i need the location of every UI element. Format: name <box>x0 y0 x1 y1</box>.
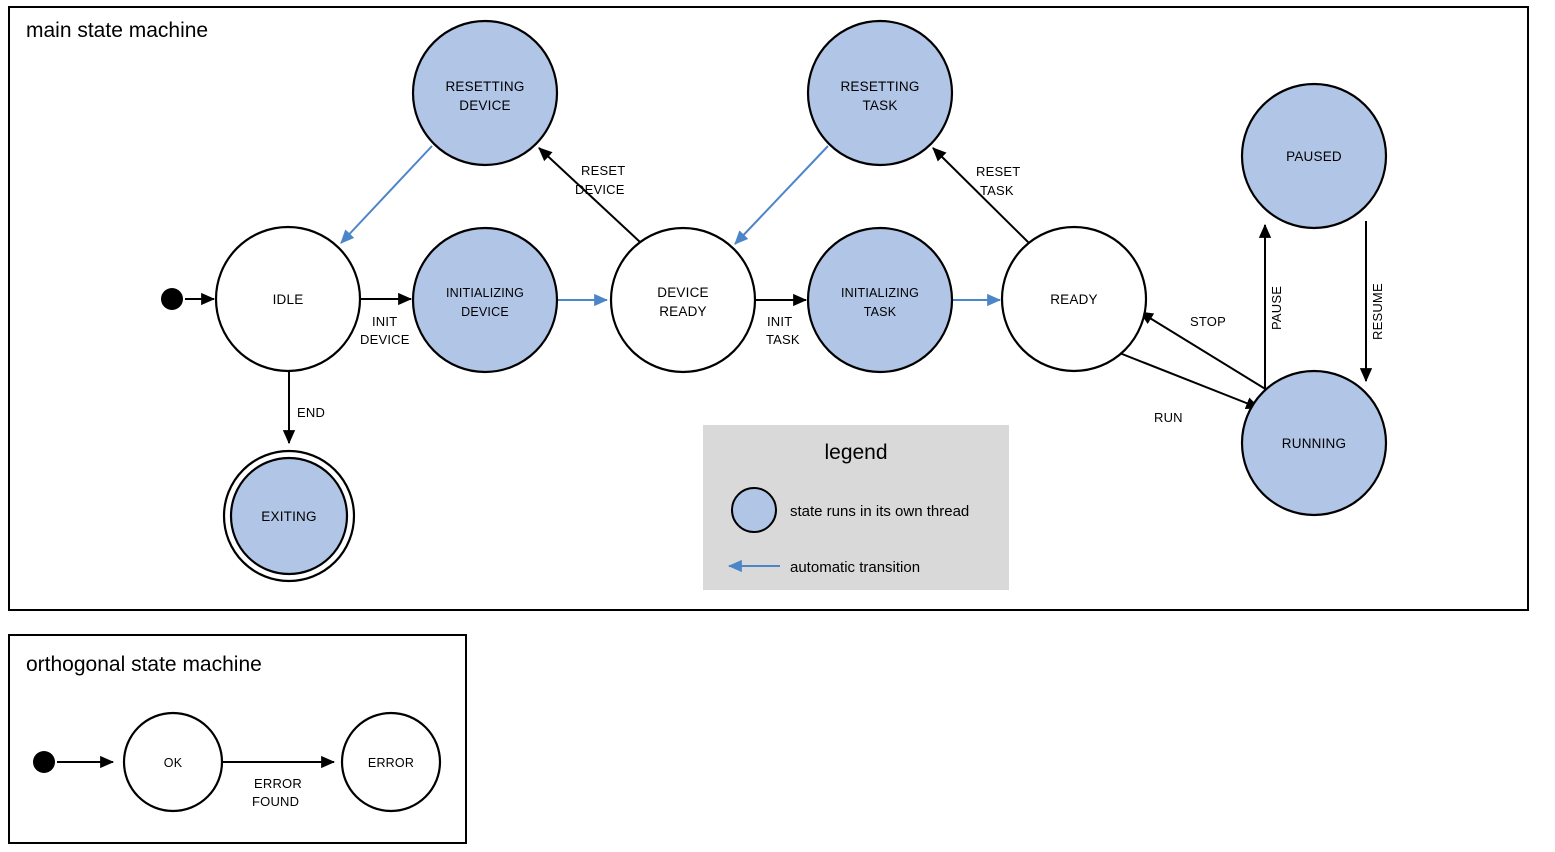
state-node-resetting-device[interactable]: RESETTING DEVICE <box>411 19 559 167</box>
state-node-initializing-task[interactable]: INITIALIZING TASK <box>806 226 954 374</box>
state-shape-error[interactable] <box>340 711 442 813</box>
transition-label-init-device-2: DEVICE <box>360 332 410 347</box>
legend-item-label-threaded-state: state runs in its own thread <box>790 503 969 520</box>
state-shape-initializing-device[interactable] <box>411 226 559 374</box>
final-state-outer-ring-exiting <box>222 449 356 583</box>
transition-label-reset-device-1: RESET <box>581 163 625 178</box>
state-label-resetting-task-line2: TASK <box>862 98 897 113</box>
orthogonal-state-machine-frame <box>8 634 467 844</box>
main-state-machine-title: main state machine <box>26 19 208 42</box>
state-node-ready[interactable]: READY <box>1000 225 1148 373</box>
legend: legend state runs in its own thread auto… <box>703 425 1009 590</box>
orthogonal-state-machine-title: orthogonal state machine <box>26 653 262 676</box>
state-label-initializing-device-line2: DEVICE <box>461 305 509 319</box>
state-shape-resetting-task[interactable] <box>806 19 954 167</box>
state-label-idle: IDLE <box>273 292 304 307</box>
transition-ready-resettask <box>932 147 1030 244</box>
state-label-paused: PAUSED <box>1286 149 1342 164</box>
transition-label-error-found-2: FOUND <box>252 794 299 809</box>
state-shape-exiting[interactable] <box>229 456 349 576</box>
transition-running-stop <box>1139 311 1268 391</box>
state-shape-resetting-device[interactable] <box>411 19 559 167</box>
state-label-device-ready-line1: DEVICE <box>657 285 708 300</box>
state-label-initializing-task-line2: TASK <box>864 305 897 319</box>
state-node-paused[interactable]: PAUSED <box>1240 82 1388 230</box>
transition-label-pause: PAUSE <box>1269 286 1284 330</box>
state-label-resetting-device-line1: RESETTING <box>445 79 524 94</box>
orthogonal-transition-layer: ERROR FOUND <box>57 755 336 809</box>
transition-label-end: END <box>297 405 325 420</box>
transition-label-init-device-1: INIT <box>372 314 397 329</box>
state-label-ready: READY <box>1050 292 1098 307</box>
state-shape-idle[interactable] <box>214 225 362 373</box>
state-shape-ready[interactable] <box>1000 225 1148 373</box>
transition-layer: INIT DEVICE END RESET DEVICE INIT TASK R… <box>185 145 1385 445</box>
state-node-resetting-task[interactable]: RESETTING TASK <box>806 19 954 167</box>
state-label-resetting-task-line1: RESETTING <box>840 79 919 94</box>
state-shape-paused[interactable] <box>1240 82 1388 230</box>
state-node-error[interactable]: ERROR <box>340 711 442 813</box>
state-node-running[interactable]: RUNNING <box>1240 369 1388 517</box>
state-label-device-ready-line2: READY <box>659 304 707 319</box>
orthogonal-initial-pseudostate-dot <box>33 751 55 773</box>
state-label-exiting: EXITING <box>261 509 316 524</box>
state-node-initializing-device[interactable]: INITIALIZING DEVICE <box>411 226 559 374</box>
initial-pseudostate-dot <box>161 288 183 310</box>
transition-label-reset-task-1: RESET <box>976 164 1020 179</box>
state-label-error: ERROR <box>368 756 414 770</box>
main-state-machine-frame <box>8 6 1529 611</box>
state-label-resetting-device-line2: DEVICE <box>459 98 510 113</box>
state-node-idle[interactable]: IDLE <box>214 225 362 373</box>
transition-label-init-task-2: TASK <box>766 332 800 347</box>
legend-item-label-auto-transition: automatic transition <box>790 559 920 576</box>
transition-label-stop: STOP <box>1190 314 1226 329</box>
state-label-running: RUNNING <box>1282 436 1346 451</box>
state-label-initializing-device-line1: INITIALIZING <box>446 286 524 300</box>
state-shape-ok[interactable] <box>122 711 224 813</box>
state-shape-device-ready[interactable] <box>609 226 757 374</box>
state-node-device-ready[interactable]: DEVICE READY <box>609 226 757 374</box>
transition-resettask-devready <box>734 145 829 245</box>
transition-label-run: RUN <box>1154 410 1183 425</box>
transition-devready-resetdev <box>538 147 641 243</box>
state-node-exiting[interactable]: EXITING <box>222 449 356 583</box>
legend-threaded-state-swatch-icon <box>731 487 777 533</box>
transition-ready-run <box>1116 351 1261 410</box>
transition-label-init-task-1: INIT <box>767 314 792 329</box>
legend-title: legend <box>824 441 887 464</box>
transition-label-resume: RESUME <box>1370 283 1385 340</box>
transition-label-reset-task-2: TASK <box>980 183 1014 198</box>
state-label-ok: OK <box>164 756 183 770</box>
state-node-ok[interactable]: OK <box>122 711 224 813</box>
state-label-initializing-task-line1: INITIALIZING <box>841 286 919 300</box>
state-shape-running[interactable] <box>1240 369 1388 517</box>
state-shape-initializing-task[interactable] <box>806 226 954 374</box>
transition-label-reset-device-2: DEVICE <box>575 182 625 197</box>
transition-label-error-found-1: ERROR <box>254 776 302 791</box>
transition-resetdev-idle <box>340 145 433 244</box>
